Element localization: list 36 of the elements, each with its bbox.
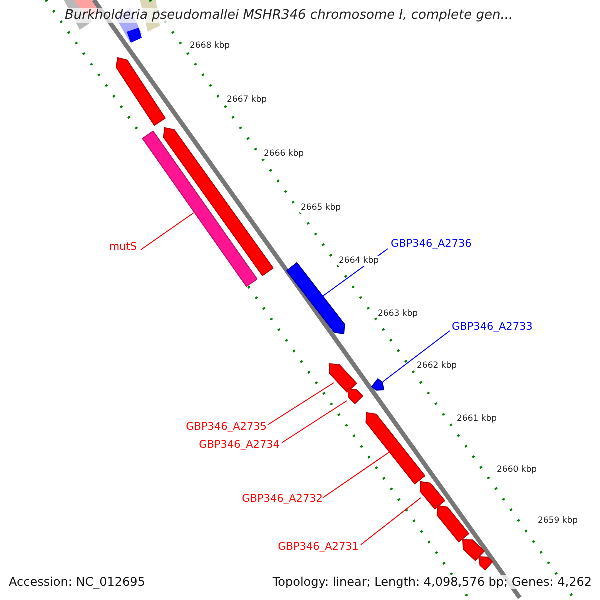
scale-label: 2667 kbp — [226, 95, 268, 105]
gene-feature — [366, 412, 426, 485]
scale-label: 2659 kbp — [537, 516, 580, 526]
gene-feature — [462, 540, 486, 562]
gene-label: GBP346_A2733 — [452, 321, 533, 334]
gene-label: GBP346_A2732 — [242, 493, 323, 506]
leader-line — [140, 212, 194, 250]
gene-label: GBP346_A2736 — [391, 238, 472, 251]
scale-label: 2663 kbp — [377, 309, 420, 319]
gene-label: mutS — [109, 241, 137, 254]
accession-text: Accession: NC_012695 — [9, 575, 146, 589]
scale-label: 2662 kbp — [416, 361, 458, 371]
gene-label: GBP346_A2734 — [199, 439, 280, 452]
scale-label: 2661 kbp — [456, 414, 498, 424]
leader-line — [268, 382, 334, 426]
gene-feature — [329, 363, 358, 394]
leader-line — [282, 400, 348, 444]
leader-line — [360, 498, 422, 546]
gene-feature — [420, 481, 446, 510]
scale-label: 2668 kbp — [189, 41, 232, 51]
genome-info-text: Topology: linear; Length: 4,098,576 bp; Genes: 4,262 — [272, 575, 592, 589]
gene-feature — [371, 378, 385, 391]
gene-feature — [478, 556, 494, 571]
scale-label: 2666 kbp — [263, 149, 306, 159]
scale-label: 2664 kbp — [338, 256, 380, 266]
gene-feature — [347, 388, 364, 405]
gene-label: GBP346_A2731 — [278, 541, 359, 554]
gene-label: GBP346_A2735 — [186, 421, 267, 434]
leader-line — [322, 452, 390, 498]
scale-label: 2660 kbp — [496, 465, 538, 475]
gene-feature — [286, 262, 346, 335]
gene-feature — [142, 130, 258, 288]
leader-line — [382, 330, 450, 382]
gene-feature — [116, 57, 166, 126]
gene-feature — [436, 505, 470, 543]
scale-label: 2665 kbp — [300, 203, 342, 213]
